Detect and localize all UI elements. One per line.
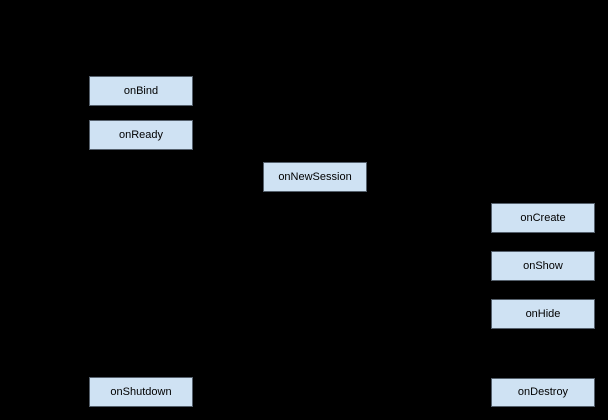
node-onbind: onBind [89,76,193,106]
node-onready: onReady [89,120,193,150]
node-label: onReady [118,128,164,141]
node-onnewsession: onNewSession [263,162,367,192]
node-label: onNewSession [278,170,352,183]
node-label: onHide [525,307,561,320]
node-ondestroy: onDestroy [491,378,595,407]
node-onshow: onShow [491,251,595,281]
node-onhide: onHide [491,299,595,329]
node-label: onCreate [520,211,566,224]
node-label: onShow [523,259,563,272]
node-label: onDestroy [517,386,569,398]
node-onshutdown: onShutdown [89,377,193,407]
node-label: onShutdown [110,385,172,398]
node-label: onBind [123,84,159,97]
node-oncreate: onCreate [491,203,595,233]
